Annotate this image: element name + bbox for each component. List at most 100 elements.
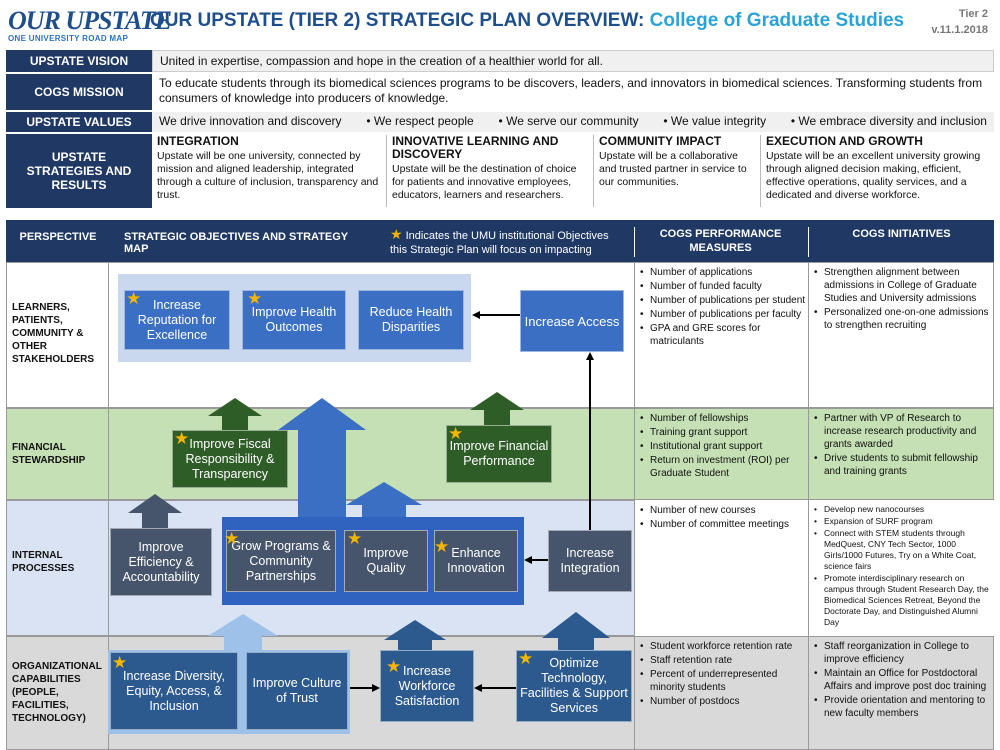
star-icon: ★ — [386, 657, 402, 676]
value-item: • We serve our community — [498, 114, 639, 128]
measures-stakeholders: Number of applicationsNumber of funded f… — [638, 266, 806, 349]
list-item: Number of postdocs — [638, 695, 806, 708]
objective-innovation: Enhance Innovation — [434, 530, 518, 592]
arrowhead — [372, 684, 380, 692]
list-item: Number of committee meetings — [638, 518, 806, 531]
list-item: Training grant support — [638, 426, 806, 439]
value-item: • We embrace diversity and inclusion — [790, 114, 987, 128]
objective-reputation: Increase Reputation for Excellence — [124, 290, 230, 350]
star-icon: ★ — [224, 529, 240, 548]
list-item: Partner with VP of Research to increase … — [812, 412, 992, 451]
list-item: Personalized one-on-one admissions to st… — [812, 306, 992, 332]
measures-financial: Number of fellowshipsTraining grant supp… — [638, 412, 806, 481]
star-icon: ★ — [174, 429, 190, 448]
star-icon: ★ — [434, 537, 450, 556]
list-item: Number of new courses — [638, 504, 806, 517]
list-item: Return on investment (ROI) per Graduate … — [638, 454, 806, 480]
arrowhead — [524, 556, 532, 564]
list-item: Student workforce retention rate — [638, 640, 806, 653]
arrow-up-blue — [346, 482, 422, 517]
arrow-up-slate — [128, 494, 182, 528]
objective-workforce: Increase Workforce Satisfaction — [380, 650, 474, 722]
page-subtitle: College of Graduate Studies — [649, 10, 905, 31]
arrow-up-green — [470, 392, 524, 425]
arrow-up-green — [208, 398, 262, 430]
measures-header: COGS PERFORMANCE MEASURES — [634, 227, 806, 257]
initiatives-header: COGS INITIATIVES — [808, 227, 994, 257]
logo-subtitle: ONE UNIVERSITY ROAD MAP — [8, 34, 129, 43]
list-item: Percent of underrepresented minority stu… — [638, 668, 806, 694]
objective-technology: Optimize Technology, Facilities & Suppor… — [516, 650, 632, 722]
list-item: Institutional grant support — [638, 440, 806, 453]
value-item: We drive innovation and discovery — [159, 114, 342, 128]
objective-diversity: Increase Diversity, Equity, Access, & In… — [110, 652, 238, 730]
list-item: Number of applications — [638, 266, 806, 279]
list-item: Number of publications per student — [638, 294, 806, 307]
mission-text: To educate students through its biomedic… — [159, 76, 983, 105]
star-icon: ★ — [448, 424, 464, 443]
objective-health-disparities: Reduce Health Disparities — [358, 290, 464, 350]
star-icon: ★ — [518, 649, 534, 668]
arrow-up-blue — [278, 398, 366, 517]
list-item: Number of fellowships — [638, 412, 806, 425]
arrowhead — [474, 684, 482, 692]
measures-internal: Number of new coursesNumber of committee… — [638, 504, 806, 532]
list-item: Provide orientation and mentoring to new… — [812, 694, 992, 720]
arrowhead — [586, 352, 594, 360]
perspective-label: INTERNAL PROCESSES — [12, 550, 75, 574]
star-icon: ★ — [126, 289, 142, 308]
values-list: We drive innovation and discovery • We r… — [152, 112, 994, 132]
logo-text: OUR UPSTATE — [8, 6, 172, 35]
objective-grow-programs: Grow Programs & Community Partnerships — [226, 530, 336, 592]
objective-financial-performance: Improve Financial Performance — [446, 425, 552, 483]
list-item: Number of publications per faculty — [638, 308, 806, 321]
objective-health-outcomes: Improve Health Outcomes — [242, 290, 346, 350]
value-item: • We value integrity — [663, 114, 767, 128]
objective-quality: Improve Quality — [344, 530, 428, 592]
value-item: • We respect people — [366, 114, 474, 128]
list-item: Develop new nanocourses — [812, 504, 992, 515]
list-item: GPA and GRE scores for matriculants — [638, 322, 806, 348]
list-item: Strengthen alignment between admissions … — [812, 266, 992, 305]
star-icon: ★ — [247, 289, 263, 308]
list-item: Maintain an Office for Postdoctoral Affa… — [812, 667, 992, 693]
list-item: Expansion of SURF program — [812, 516, 992, 527]
perspective-label: LEARNERS, PATIENTS, COMMUNITY & OTHER ST… — [12, 302, 95, 365]
col-divider — [808, 262, 809, 750]
star-icon: ★ — [347, 529, 363, 548]
list-item: Promote interdisciplinary research on ca… — [812, 573, 992, 628]
page-title: OUR UPSTATE (TIER 2) STRATEGIC PLAN OVER… — [150, 10, 905, 31]
perspective-label: ORGANIZATIONAL CAPABILITIES (PEOPLE, FAC… — [12, 661, 102, 724]
initiatives-financial: Partner with VP of Research to increase … — [812, 412, 992, 479]
col-divider — [634, 262, 635, 750]
list-item: Staff retention rate — [638, 654, 806, 667]
initiatives-internal: Develop new nanocoursesExpansion of SURF… — [812, 504, 992, 629]
measures-organizational: Student workforce retention rateStaff re… — [638, 640, 806, 709]
list-item: Connect with STEM students through MedQu… — [812, 528, 992, 572]
initiatives-stakeholders: Strengthen alignment between admissions … — [812, 266, 992, 333]
perspective-header: PERSPECTIVE — [19, 231, 97, 243]
values-label: UPSTATE VALUES — [6, 112, 152, 132]
objective-culture-of-trust: Improve Culture of Trust — [246, 652, 348, 730]
arrow-up-light — [208, 614, 278, 650]
list-item: Staff reorganization in College to impro… — [812, 640, 992, 666]
mission-label: COGS MISSION — [6, 74, 152, 110]
map-header: STRATEGIC OBJECTIVES AND STRATEGY MAP — [124, 231, 348, 255]
star-note: ★ Indicates the UMU institutional Object… — [390, 226, 609, 256]
objective-fiscal: Improve Fiscal Responsibility & Transpar… — [172, 430, 288, 488]
star-icon: ★ — [390, 226, 403, 242]
strategies-label: UPSTATE STRATEGIES AND RESULTS — [6, 134, 152, 208]
list-item: Number of funded faculty — [638, 280, 806, 293]
objective-integration: Increase Integration — [548, 530, 632, 592]
table-header — [6, 220, 994, 262]
vision-text: United in expertise, compassion and hope… — [152, 50, 994, 72]
initiatives-organizational: Staff reorganization in College to impro… — [812, 640, 992, 721]
col-divider — [108, 262, 109, 750]
arrow-up-dblue — [542, 612, 610, 650]
